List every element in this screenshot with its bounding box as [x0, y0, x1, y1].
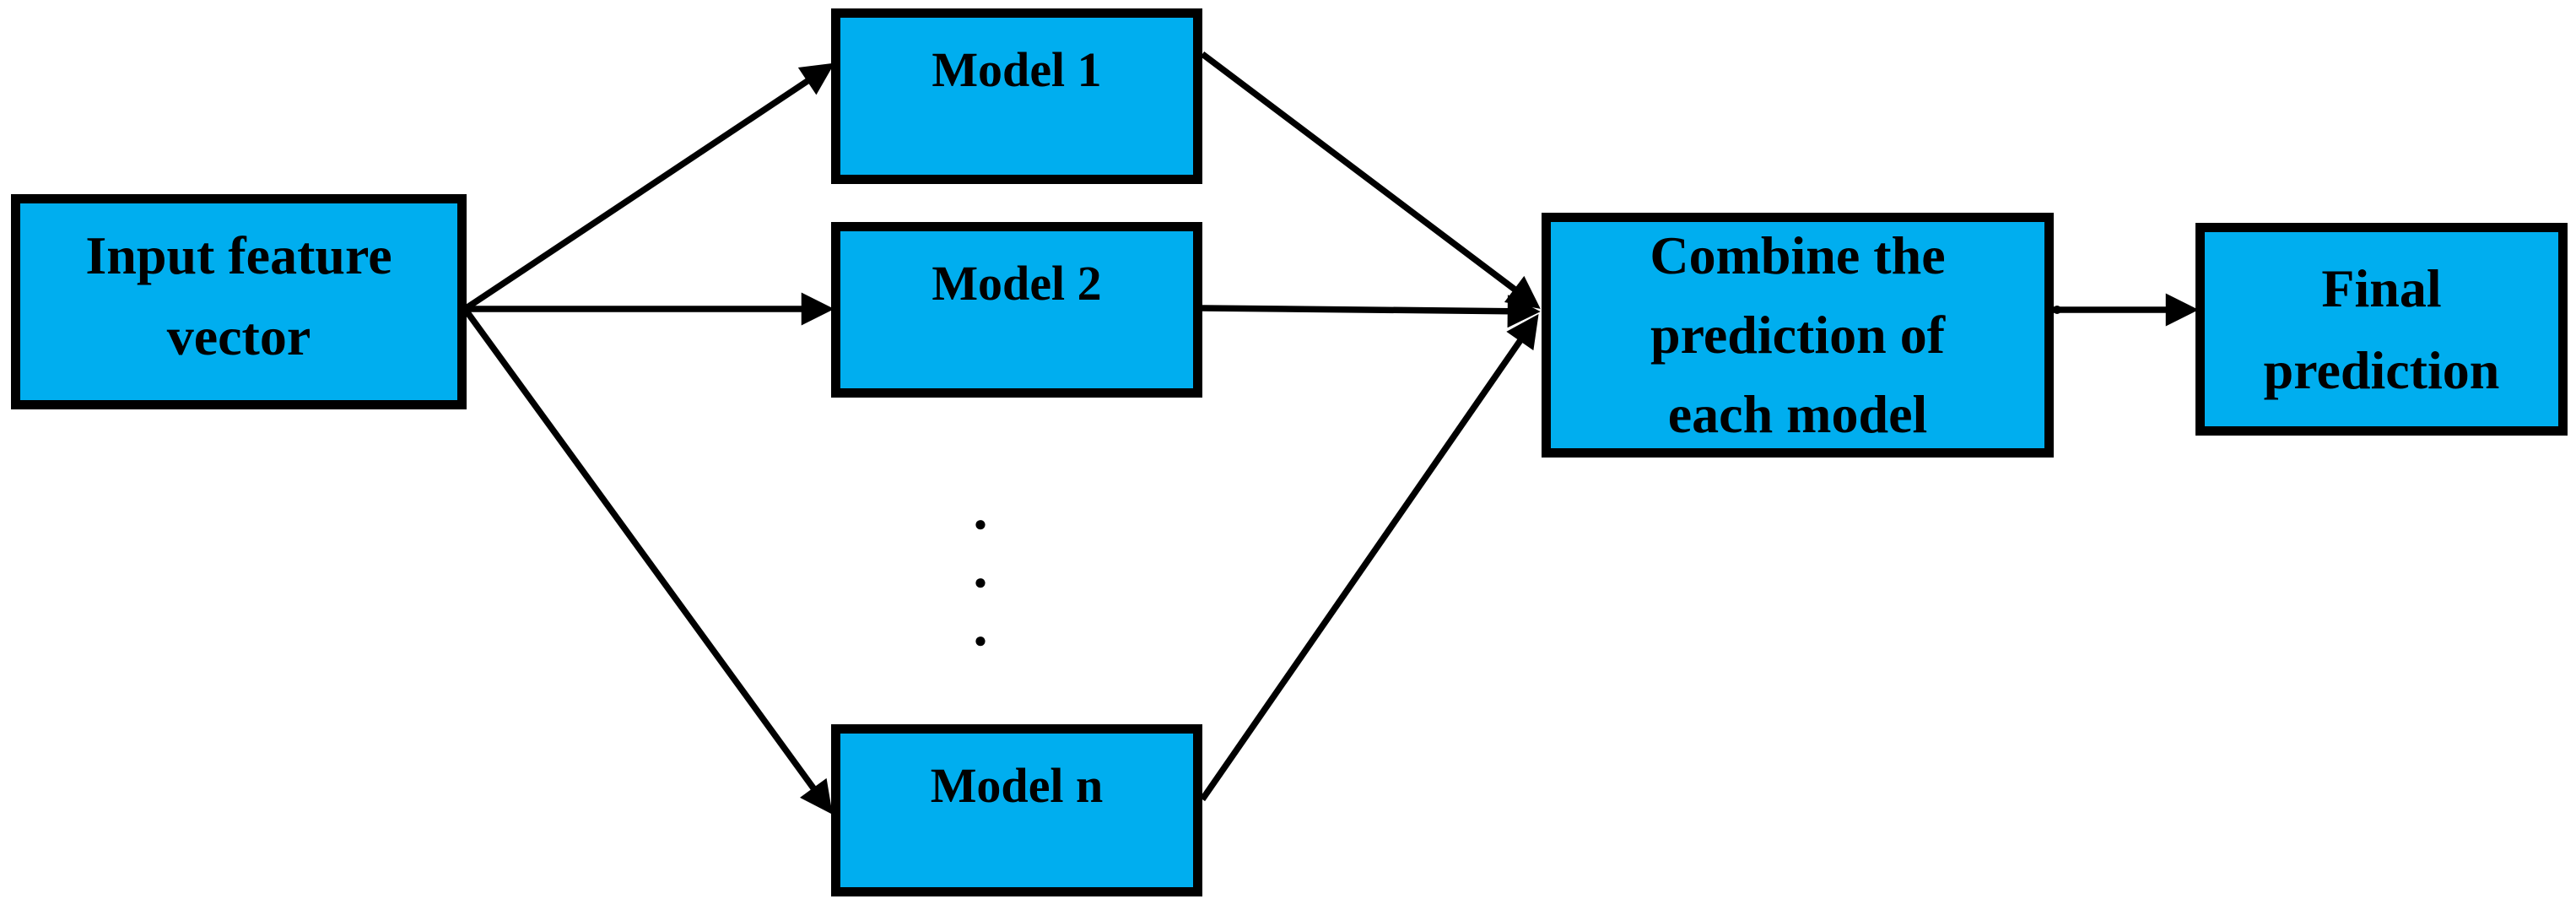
vertical-ellipsis: ● ● ● — [955, 513, 1006, 652]
node-input-feature-vector: Input feature vector — [11, 194, 467, 409]
node-model-1: Model 1 — [831, 8, 1202, 184]
node-model-n-label: Model n — [930, 758, 1104, 813]
arrow-input-to-modeln — [462, 306, 833, 815]
ellipsis-dot: ● — [974, 512, 987, 536]
arrow-model2-to-combine — [1202, 295, 1541, 328]
node-final-prediction: Final prediction — [2195, 223, 2568, 436]
ellipsis-dot: ● — [974, 570, 987, 594]
node-model-n: Model n — [831, 724, 1202, 896]
node-input-label-line1: Input feature — [85, 225, 392, 285]
node-final-label-line1: Final — [2321, 258, 2442, 318]
node-final-label-line2: prediction — [2263, 340, 2500, 400]
node-model-2: Model 2 — [831, 222, 1202, 398]
arrow-model1-to-combine — [1200, 51, 1541, 309]
ellipsis-dot: ● — [974, 628, 987, 653]
node-combine-label-line1: Combine the — [1650, 225, 1946, 285]
node-model-2-label: Model 2 — [932, 256, 1102, 311]
node-input-label-line2: vector — [166, 306, 311, 366]
node-combine-predictions: Combine the prediction of each model — [1542, 213, 2054, 458]
node-combine-label-line3: each model — [1667, 384, 1928, 444]
arrow-input-to-model1 — [462, 62, 835, 312]
arrow-modeln-to-combine — [1199, 313, 1539, 802]
node-model-1-label: Model 1 — [932, 42, 1102, 97]
node-combine-label-line2: prediction of — [1650, 305, 1946, 365]
